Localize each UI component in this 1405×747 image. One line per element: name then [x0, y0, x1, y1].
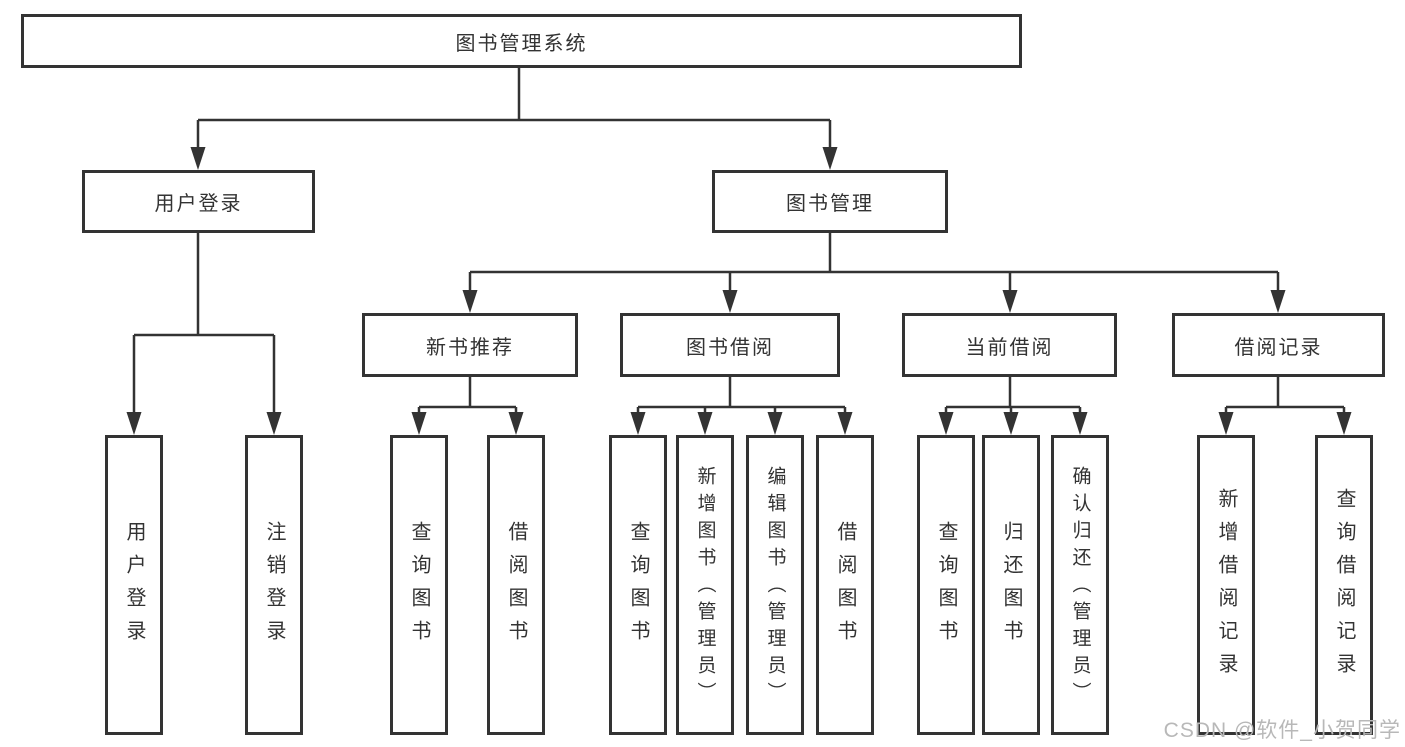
node-leaf-query-books-current: 查询图书 [917, 435, 975, 735]
node-leaf-edit-books-admin: 编辑图书（管理员） [746, 435, 804, 735]
arrowhead [1270, 290, 1286, 313]
node-leaf-query-books-rec: 查询图书 [390, 435, 448, 735]
arrowhead [938, 412, 954, 435]
node-book-management: 图书管理 [712, 170, 948, 233]
node-root: 图书管理系统 [21, 14, 1022, 68]
arrowhead [462, 290, 478, 313]
arrowhead [1072, 412, 1088, 435]
node-leaf-logout: 注销登录 [245, 435, 303, 735]
arrowhead [1336, 412, 1352, 435]
arrowheads [126, 147, 1352, 435]
node-leaf-borrow-books-rec: 借阅图书 [487, 435, 545, 735]
arrowhead [722, 290, 738, 313]
arrowhead [1002, 290, 1018, 313]
node-leaf-user-login: 用户登录 [105, 435, 163, 735]
node-user-login: 用户登录 [82, 170, 315, 233]
arrowhead [126, 412, 142, 435]
node-leaf-confirm-return-admin: 确认归还（管理员） [1051, 435, 1109, 735]
arrowhead [266, 412, 282, 435]
arrowhead [697, 412, 713, 435]
node-borrowing-records: 借阅记录 [1172, 313, 1385, 377]
node-current-borrowing: 当前借阅 [902, 313, 1117, 377]
arrowhead [411, 412, 427, 435]
node-leaf-query-books-borrow: 查询图书 [609, 435, 667, 735]
arrowhead [1003, 412, 1019, 435]
arrowhead [630, 412, 646, 435]
arrowhead [767, 412, 783, 435]
arrowhead [837, 412, 853, 435]
arrowhead [822, 147, 838, 170]
node-leaf-return-books: 归还图书 [982, 435, 1040, 735]
node-new-book-recommendation: 新书推荐 [362, 313, 578, 377]
node-leaf-add-borrow-record: 新增借阅记录 [1197, 435, 1255, 735]
node-book-borrowing: 图书借阅 [620, 313, 840, 377]
arrowhead [508, 412, 524, 435]
arrowhead [1218, 412, 1234, 435]
watermark: CSDN @软件_小贺同学 [1163, 719, 1401, 742]
arrowhead [190, 147, 206, 170]
node-leaf-query-borrow-record: 查询借阅记录 [1315, 435, 1373, 735]
node-leaf-borrow-books: 借阅图书 [816, 435, 874, 735]
node-leaf-add-books-admin: 新增图书（管理员） [676, 435, 734, 735]
